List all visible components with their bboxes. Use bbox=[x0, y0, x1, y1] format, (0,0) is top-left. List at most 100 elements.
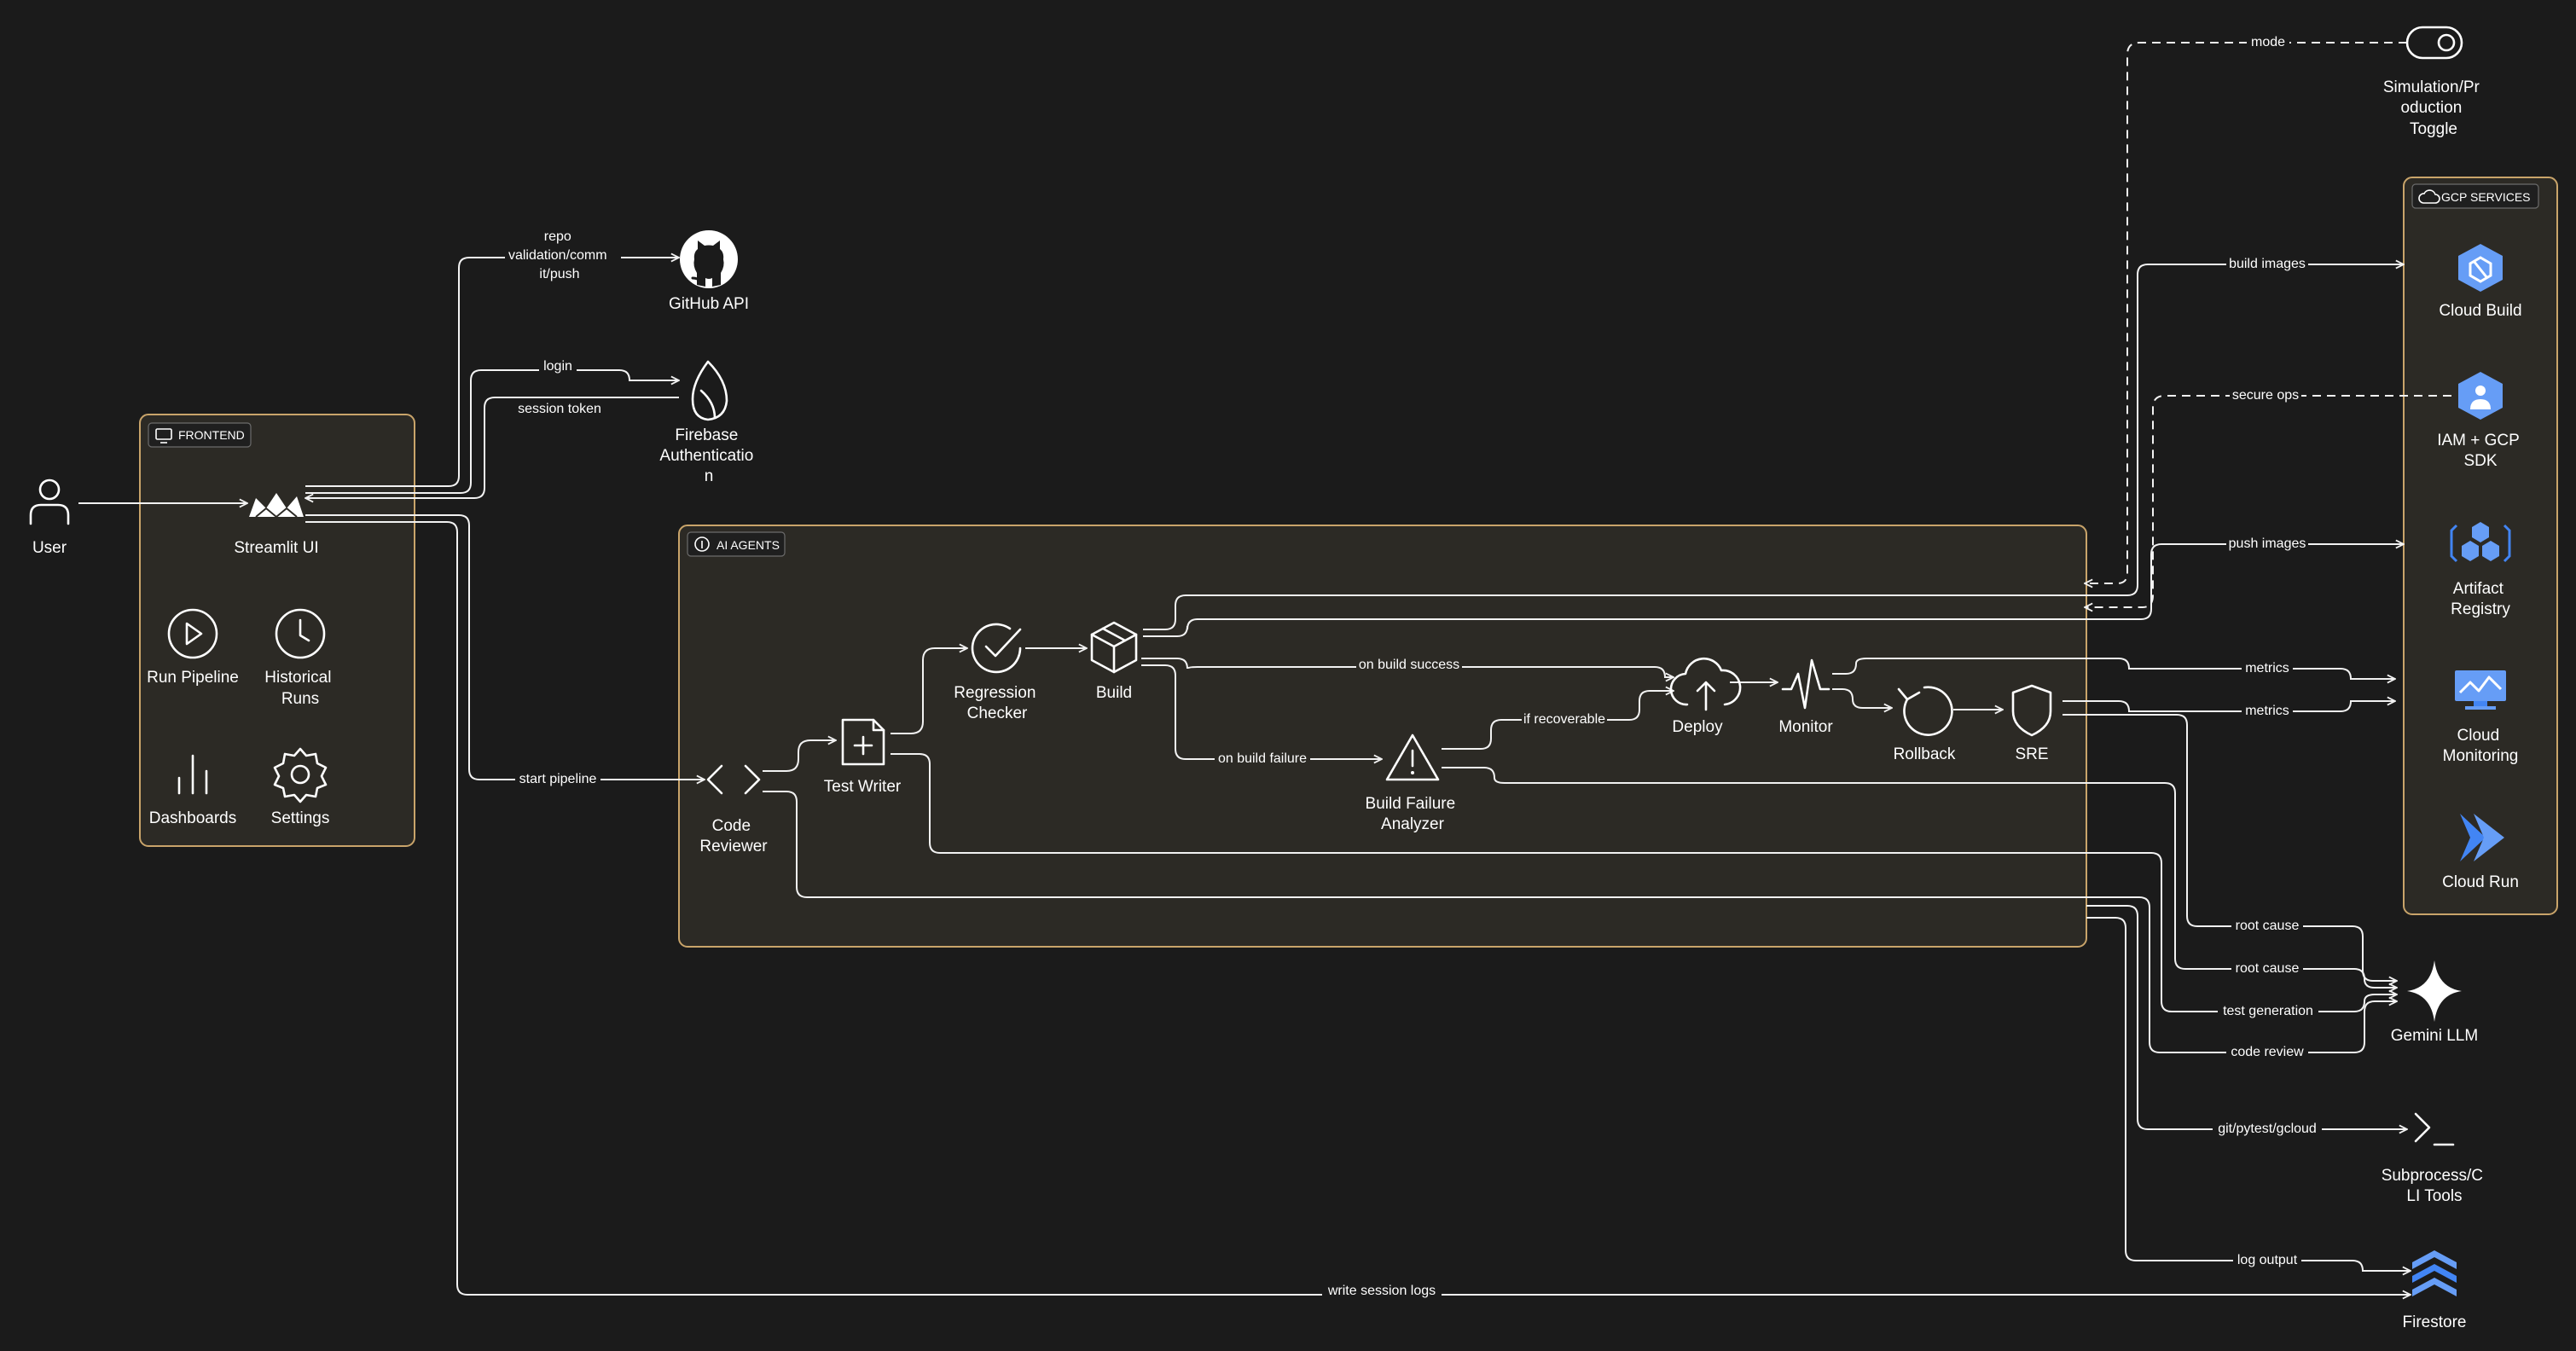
node-label-firebase-auth: Firebase Authenticatio n bbox=[659, 426, 757, 485]
edge-label-secure-ops: secure ops bbox=[2232, 388, 2299, 403]
cloud-icon bbox=[2418, 189, 2440, 204]
node-label-github: GitHub API bbox=[669, 295, 749, 313]
terminal-icon bbox=[2414, 1112, 2455, 1146]
check-circle-icon bbox=[971, 623, 1022, 674]
edge-monitor-rollback bbox=[1832, 688, 1892, 708]
clock-icon bbox=[275, 608, 326, 659]
edge-label-build-images: build images bbox=[2229, 257, 2306, 271]
node-toggle[interactable]: Simulation/Pr oduction Toggle bbox=[2383, 26, 2484, 138]
edge-push-images bbox=[1143, 544, 2404, 637]
node-label-streamlit: Streamlit UI bbox=[234, 539, 318, 557]
node-firebase-auth[interactable]: Firebase Authenticatio n bbox=[659, 360, 757, 485]
edge-label-login: login bbox=[543, 359, 572, 374]
frontend-group-label: FRONTEND bbox=[178, 428, 245, 442]
node-label-historical-runs: Historical Runs bbox=[264, 669, 335, 708]
node-label-artifact-registry: Artifact Registry bbox=[2451, 580, 2510, 618]
node-label-build: Build bbox=[1096, 684, 1132, 702]
edges bbox=[78, 42, 2451, 1295]
ai-agents-group-label: AI AGENTS bbox=[717, 538, 780, 552]
edge-build-images bbox=[1143, 264, 2404, 630]
toggle-icon bbox=[2405, 26, 2463, 60]
edge-label-test-generation: test generation bbox=[2223, 1004, 2313, 1018]
node-streamlit[interactable]: Streamlit UI bbox=[234, 493, 319, 557]
node-cloud-monitoring[interactable]: Cloud Monitoring bbox=[2443, 670, 2519, 765]
edge-on-build-success bbox=[1141, 658, 1674, 677]
node-label-subprocess: Subprocess/C LI Tools bbox=[2382, 1167, 2488, 1205]
monitor-icon bbox=[155, 428, 172, 444]
edge-log-output bbox=[2086, 917, 2411, 1271]
node-monitor[interactable]: Monitor bbox=[1778, 658, 1833, 736]
node-label-run-pipeline: Run Pipeline bbox=[147, 669, 239, 687]
cloud-upload-icon bbox=[1669, 657, 1742, 711]
node-deploy[interactable]: Deploy bbox=[1669, 657, 1742, 736]
edge-label-root-cause-2: root cause bbox=[2236, 961, 2300, 976]
edge-code-review bbox=[763, 791, 2397, 1053]
edge-label-mode: mode bbox=[2251, 35, 2285, 49]
user-icon bbox=[29, 478, 70, 525]
edge-code-reviewer-test-writer bbox=[763, 740, 836, 772]
edge-start-pipeline bbox=[305, 514, 705, 780]
node-github[interactable]: GitHub API bbox=[669, 230, 749, 313]
node-gemini[interactable]: Gemini LLM bbox=[2391, 960, 2478, 1045]
node-test-writer[interactable]: Test Writer bbox=[824, 718, 902, 796]
node-run-pipeline[interactable]: Run Pipeline bbox=[147, 608, 239, 687]
shield-icon bbox=[2011, 684, 2052, 737]
node-firestore[interactable]: Firestore bbox=[2403, 1250, 2467, 1331]
node-label-iam: IAM + GCP SDK bbox=[2437, 432, 2524, 470]
node-label-settings: Settings bbox=[271, 809, 330, 827]
edge-login bbox=[305, 369, 679, 494]
node-label-build-failure-analyzer: Build Failure Analyzer bbox=[1366, 795, 1460, 833]
edge-test-generation bbox=[891, 753, 2397, 1012]
edge-label-on-build-failure: on build failure bbox=[1218, 751, 1307, 766]
edge-label-metrics-1: metrics bbox=[2245, 661, 2289, 676]
node-label-cloud-build: Cloud Build bbox=[2439, 302, 2521, 320]
node-user[interactable]: User bbox=[29, 478, 70, 557]
edge-label-code-review: code review bbox=[2231, 1045, 2304, 1059]
cloud-run-icon bbox=[2460, 814, 2504, 861]
cloud-build-hexagon-icon bbox=[2458, 244, 2503, 292]
node-label-sre: SRE bbox=[2015, 745, 2048, 763]
gcp-services-group: GCP SERVICES bbox=[2403, 177, 2558, 915]
node-code-reviewer[interactable]: Code Reviewer bbox=[699, 764, 768, 855]
node-cloud-run[interactable]: Cloud Run bbox=[2442, 814, 2519, 891]
edge-git-tools bbox=[2086, 905, 2407, 1129]
node-label-deploy: Deploy bbox=[1672, 718, 1723, 736]
node-label-regression-checker: Regression Checker bbox=[954, 684, 1040, 722]
edge-label-log-output: log output bbox=[2237, 1253, 2298, 1267]
edge-secure-ops bbox=[2085, 395, 2451, 607]
node-build-failure-analyzer[interactable]: Build Failure Analyzer bbox=[1366, 733, 1460, 833]
edge-labels: repo validation/comm it/push login sessi… bbox=[505, 32, 2322, 1300]
node-label-monitor: Monitor bbox=[1778, 718, 1833, 736]
node-artifact-registry[interactable]: Artifact Registry bbox=[2450, 522, 2511, 618]
node-settings[interactable]: Settings bbox=[271, 747, 330, 827]
node-cloud-build[interactable]: Cloud Build bbox=[2439, 244, 2522, 320]
edge-write-session-logs bbox=[305, 521, 2411, 1295]
info-icon bbox=[694, 536, 710, 552]
firebase-flame-icon bbox=[691, 360, 728, 421]
edge-label-push-images: push images bbox=[2229, 536, 2306, 551]
rotate-ccw-icon bbox=[1897, 686, 1953, 736]
edge-repo bbox=[305, 258, 679, 487]
github-icon bbox=[680, 230, 738, 288]
node-build[interactable]: Build bbox=[1090, 621, 1138, 702]
edge-label-root-cause-1: root cause bbox=[2236, 919, 2300, 933]
node-dashboards[interactable]: Dashboards bbox=[149, 754, 236, 827]
node-regression-checker[interactable]: Regression Checker bbox=[954, 623, 1040, 722]
edge-label-git-tools: git/pytest/gcloud bbox=[2218, 1122, 2317, 1136]
node-sre[interactable]: SRE bbox=[2011, 684, 2052, 763]
node-historical-runs[interactable]: Historical Runs bbox=[264, 608, 335, 708]
edge-label-session-token: session token bbox=[518, 402, 601, 416]
bar-chart-icon bbox=[177, 754, 208, 795]
iam-hexagon-icon bbox=[2458, 372, 2503, 420]
node-label-rollback: Rollback bbox=[1894, 745, 1956, 763]
node-subprocess[interactable]: Subprocess/C LI Tools bbox=[2382, 1112, 2488, 1205]
node-rollback[interactable]: Rollback bbox=[1894, 686, 1956, 763]
edge-label-start-pipeline: start pipeline bbox=[519, 772, 597, 786]
edge-on-build-failure bbox=[1141, 664, 1382, 759]
node-label-cloud-run: Cloud Run bbox=[2442, 873, 2519, 891]
node-iam[interactable]: IAM + GCP SDK bbox=[2437, 372, 2524, 470]
package-box-icon bbox=[1090, 621, 1138, 674]
node-label-code-reviewer: Code Reviewer bbox=[699, 817, 768, 855]
gcp-services-group-label: GCP SERVICES bbox=[2441, 190, 2531, 204]
